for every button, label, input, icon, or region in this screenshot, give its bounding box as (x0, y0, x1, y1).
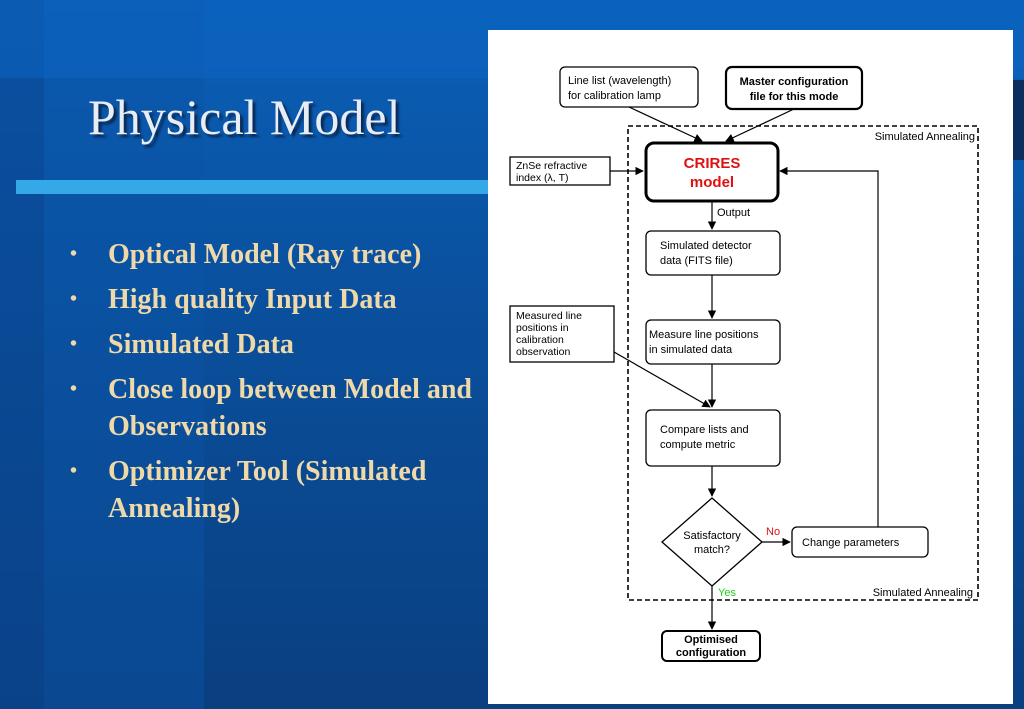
master-config-text: file for this mode (750, 91, 839, 103)
measure-positions-text: Measure line positions (649, 329, 759, 341)
bullet-text: Close loop between Model and Observation… (108, 374, 472, 442)
bullet-item: • Close loop between Model and Observatio… (68, 371, 488, 445)
bullet-text: High quality Input Data (108, 284, 397, 315)
compare-box (645, 409, 781, 467)
measured-positions-text: Measured line (516, 310, 582, 322)
yes-label: Yes (718, 587, 736, 599)
simulated-detector-text: data (FITS file) (660, 255, 733, 267)
bullet-text: Simulated Data (108, 329, 294, 360)
znse-text: index (λ, T) (516, 172, 569, 184)
bullet-item: • High quality Input Data (68, 281, 488, 318)
bullet-list: • Optical Model (Ray trace) • High quality… (68, 236, 488, 535)
bullet-icon: • (70, 333, 78, 355)
measure-positions-text: in simulated data (649, 344, 733, 356)
flowchart-svg: Simulated Annealing Simulated Annealing … (509, 65, 979, 662)
slide-title: Physical Model (88, 89, 401, 145)
bullet-text: Optimizer Tool (Simulated Annealing) (108, 456, 427, 524)
annealing-boundary (627, 125, 979, 601)
arrow-measured-to-compare (613, 351, 711, 408)
arrow-line-list-to-model (628, 106, 703, 142)
bullet-item: • Simulated Data (68, 326, 488, 363)
decision-text: Satisfactory (683, 530, 741, 542)
decision-diamond (661, 497, 763, 587)
annealing-label-top: Simulated Annealing (875, 131, 975, 143)
bullet-item: • Optimizer Tool (Simulated Annealing) (68, 453, 488, 527)
arrow-feedback-loop (779, 166, 879, 527)
crires-model-text: model (690, 174, 734, 191)
optimised-config-box (661, 630, 761, 662)
simulated-detector-box (645, 230, 781, 276)
measured-positions-text: positions in (516, 322, 569, 334)
measure-positions-box (645, 319, 781, 365)
master-config-text: Master configuration (740, 76, 849, 88)
measured-positions-text: calibration (516, 334, 564, 346)
background-accent (1012, 80, 1024, 160)
bullet-icon: • (70, 378, 78, 400)
title-underline (16, 180, 488, 194)
compare-text: Compare lists and (660, 424, 749, 436)
measured-positions-text: observation (516, 346, 570, 358)
optimised-config-text: configuration (676, 647, 747, 659)
bullet-item: • Optical Model (Ray trace) (68, 236, 488, 273)
measured-positions-box (509, 305, 615, 363)
flowchart-figure: Simulated Annealing Simulated Annealing … (488, 30, 1013, 704)
background-stripe (0, 0, 44, 709)
crires-model-box (644, 141, 780, 203)
change-parameters-box (791, 526, 929, 558)
compare-text: compute metric (660, 439, 736, 451)
bullet-icon: • (70, 243, 78, 265)
bullet-text: Optical Model (Ray trace) (108, 239, 422, 270)
line-list-text: Line list (wavelength) (568, 75, 671, 87)
annealing-label-bottom: Simulated Annealing (873, 587, 973, 599)
simulated-detector-text: Simulated detector (660, 240, 752, 252)
decision-text: match? (694, 544, 730, 556)
crires-model-text: CRIRES (684, 155, 741, 172)
change-parameters-text: Change parameters (802, 537, 900, 549)
bullet-icon: • (70, 460, 78, 482)
znse-text: ZnSe refractive (516, 160, 587, 172)
optimised-config-text: Optimised (684, 634, 738, 646)
no-label: No (766, 526, 780, 538)
line-list-text: for calibration lamp (568, 90, 661, 102)
background-panel (44, 0, 204, 709)
arrow-master-to-model (725, 108, 795, 142)
output-label: Output (717, 207, 750, 219)
bullet-icon: • (70, 288, 78, 310)
znse-box (509, 156, 611, 186)
